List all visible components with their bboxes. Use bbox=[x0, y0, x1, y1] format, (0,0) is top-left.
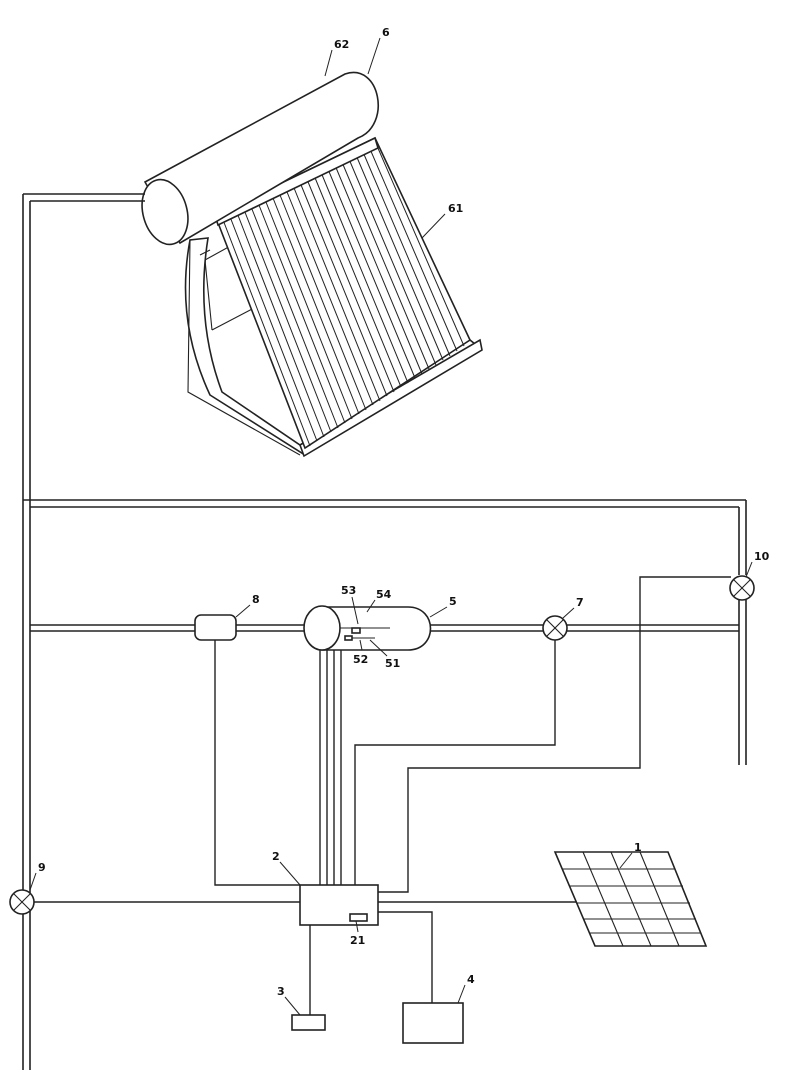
label-61: 61 bbox=[448, 202, 463, 215]
label-4: 4 bbox=[467, 973, 475, 986]
label-8: 8 bbox=[252, 593, 260, 606]
valve-icon bbox=[9, 889, 35, 915]
solar-water-heater-icon bbox=[141, 71, 483, 458]
solar-panel-icon bbox=[553, 851, 708, 947]
component-4-box bbox=[402, 1002, 464, 1044]
valve-icon bbox=[542, 615, 568, 641]
controller-display bbox=[349, 913, 368, 922]
label-6: 6 bbox=[382, 26, 390, 39]
component-3-box bbox=[291, 1014, 326, 1031]
temperature-sensor bbox=[351, 627, 361, 634]
label-52: 52 bbox=[353, 653, 368, 666]
label-62: 62 bbox=[334, 38, 349, 51]
label-9: 9 bbox=[38, 861, 46, 874]
label-3: 3 bbox=[277, 985, 285, 998]
water-tank bbox=[303, 605, 432, 651]
flow-component bbox=[194, 614, 237, 641]
label-54: 54 bbox=[376, 588, 392, 601]
valve-icon bbox=[729, 575, 755, 601]
leader-lines bbox=[29, 37, 753, 1016]
label-21: 21 bbox=[350, 934, 365, 947]
pipe-network bbox=[22, 193, 747, 1070]
water-level-sensor bbox=[344, 635, 353, 641]
label-7: 7 bbox=[576, 596, 584, 609]
label-1: 1 bbox=[634, 841, 642, 854]
label-53: 53 bbox=[341, 584, 356, 597]
label-5: 5 bbox=[449, 595, 457, 608]
label-2: 2 bbox=[272, 850, 280, 863]
label-10: 10 bbox=[754, 550, 770, 563]
label-51: 51 bbox=[385, 657, 400, 670]
vacuum-tubes bbox=[219, 138, 465, 447]
control-wires bbox=[34, 576, 731, 1015]
